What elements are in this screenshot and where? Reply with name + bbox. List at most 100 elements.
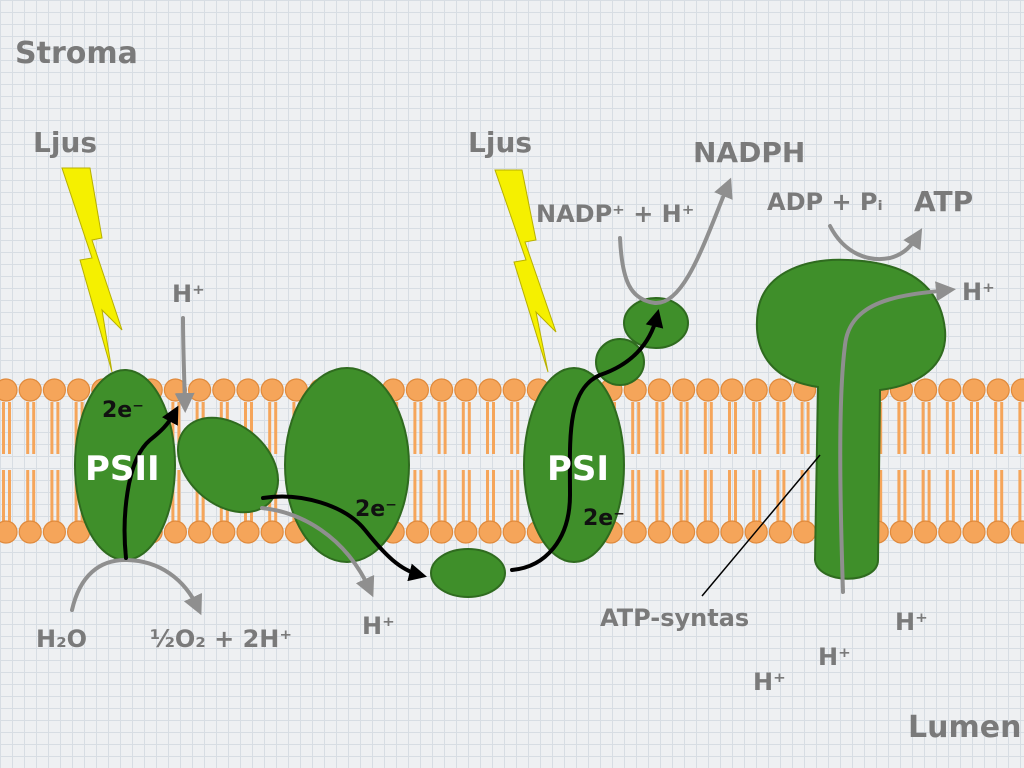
h-lumen-label-3: H⁺: [753, 668, 786, 696]
lipid-head: [0, 378, 18, 402]
lipid-tail: [195, 470, 199, 522]
lipid-tail: [800, 470, 804, 522]
lipid-tail: [177, 470, 181, 522]
lipid-head: [744, 378, 768, 402]
lipid-head: [478, 520, 502, 544]
lipid-head: [66, 378, 91, 402]
h-lumen-arrow: [260, 506, 375, 598]
water-split-arrow: [70, 557, 203, 616]
lipid-tail: [171, 402, 175, 454]
lipid-tail: [8, 470, 11, 522]
lipid-tail: [467, 402, 471, 454]
adp-label: ADP + Pᵢ: [767, 188, 883, 216]
lipid-tail: [903, 470, 907, 522]
lipid-tail: [437, 402, 441, 454]
lipid-tail: [413, 402, 417, 454]
lipid-tail: [994, 470, 998, 522]
lipid-tail: [250, 402, 253, 454]
electron-label-psi: 2e⁻: [583, 506, 625, 531]
lipid-head: [454, 520, 478, 544]
light-bolt-2-icon: [494, 169, 557, 373]
electron-psi-arrow: [510, 309, 664, 572]
lipid-tail: [2, 470, 5, 522]
lipid-tail: [26, 470, 30, 522]
lipid-tail: [685, 470, 689, 522]
lipid-head: [962, 520, 986, 544]
lipid-head: [913, 378, 938, 402]
lipid-tail: [927, 402, 931, 454]
plastoquinone-carrier: [176, 416, 280, 514]
stroma-label: Stroma: [15, 36, 138, 71]
lipid-tail: [703, 402, 707, 454]
lipid-head: [962, 378, 986, 402]
lipid-tail: [56, 470, 60, 522]
lipid-tail: [728, 470, 731, 522]
h-lumen-label-2: H⁺: [818, 643, 851, 671]
nadph-label: NADPH: [693, 136, 805, 169]
lipid-tail: [274, 402, 278, 454]
lipid-tail: [56, 402, 60, 454]
electron-psii-arrow: [122, 405, 179, 560]
lipid-head: [1010, 520, 1024, 544]
lipid-tail: [782, 470, 786, 522]
lipid-tail: [74, 402, 78, 454]
lipid-tail: [800, 402, 804, 454]
lipid-tail: [951, 402, 955, 454]
lipid-head: [0, 520, 18, 544]
psi-label: PSI: [547, 449, 609, 489]
lipid-head: [647, 520, 672, 544]
lipid-head: [454, 378, 478, 402]
lipid-head: [236, 378, 260, 402]
lipid-tail: [679, 402, 683, 454]
h-stroma-arrow: [174, 316, 195, 413]
lipid-head: [1010, 378, 1024, 402]
lipid-tail: [655, 402, 659, 454]
light-bolt-1-icon: [61, 167, 123, 373]
lipid-tail: [2, 402, 5, 454]
lipid-tail: [806, 470, 810, 522]
lipid-tail: [443, 402, 447, 454]
lipid-head: [938, 520, 962, 544]
nadph-arrow: [618, 177, 733, 306]
lipid-head: [18, 378, 42, 402]
lipid-tail: [631, 402, 635, 454]
lipid-tail: [443, 470, 447, 522]
lipid-head: [188, 520, 212, 544]
lipid-head: [913, 520, 938, 544]
lipid-tail: [728, 402, 731, 454]
lipid-tail: [734, 402, 737, 454]
lipid-tail: [486, 402, 489, 454]
lipid-tail: [703, 470, 707, 522]
lipid-tail: [419, 470, 423, 522]
h-lumen-out-label: H⁺: [362, 612, 395, 640]
lipid-tail: [897, 402, 901, 454]
lipid-tail: [268, 402, 272, 454]
lipid-tail: [1000, 470, 1004, 522]
lipid-tail: [976, 470, 979, 522]
lipid-head: [236, 520, 260, 544]
lipid-tail: [26, 402, 30, 454]
lipid-head: [405, 378, 429, 402]
lipid-head: [671, 520, 696, 544]
lipid-head: [986, 378, 1010, 402]
psii-label: PSII: [85, 449, 160, 489]
lipid-head: [647, 378, 672, 402]
cytochrome-complex: [284, 367, 410, 563]
oxygen-products-label: ½O₂ + 2H⁺: [150, 625, 292, 653]
electron-label-cyt: 2e⁻: [355, 497, 397, 522]
lipid-head: [478, 378, 502, 402]
lipid-tail: [637, 402, 641, 454]
lipid-tail: [945, 470, 949, 522]
lipid-tail: [879, 470, 883, 522]
lipid-tail: [970, 470, 973, 522]
lipid-tail: [32, 470, 36, 522]
lipid-head: [163, 520, 187, 544]
lipid-tail: [758, 402, 762, 454]
lipid-tail: [903, 402, 907, 454]
lipid-head: [430, 378, 454, 402]
lipid-head: [502, 520, 526, 544]
lipid-tail: [921, 402, 925, 454]
lipid-tail: [510, 470, 514, 522]
water-label: H₂O: [36, 625, 87, 653]
